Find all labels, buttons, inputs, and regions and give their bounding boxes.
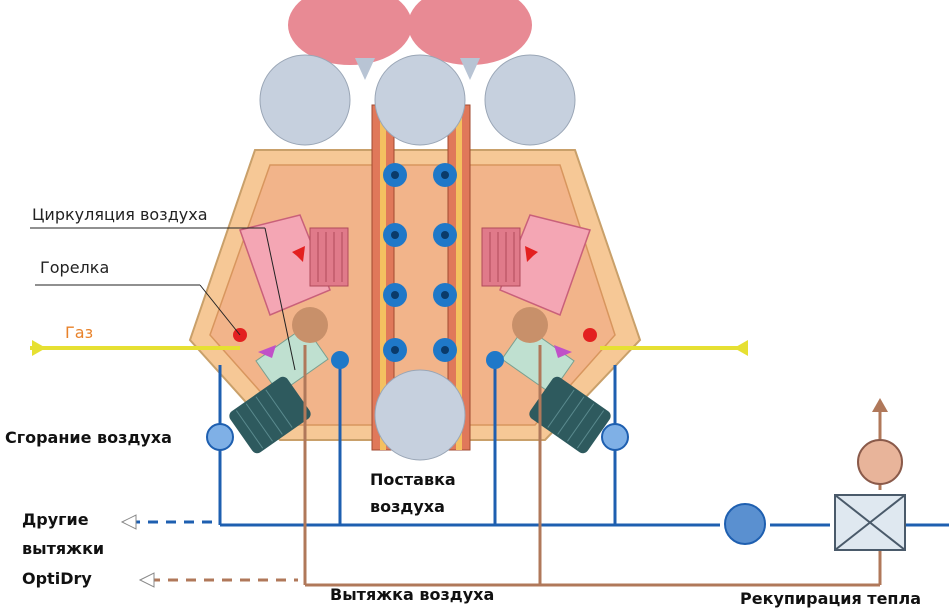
label-combustion-air: Сгорание воздуха [5, 428, 172, 447]
label-air-supply-2: воздуха [370, 497, 445, 516]
label-burner: Горелка [40, 258, 109, 277]
label-other-exhausts-3: OptiDry [22, 569, 92, 588]
supply-arrow-left [122, 515, 136, 529]
left-exhaust-fan [292, 307, 328, 343]
heat-exchanger [835, 495, 905, 550]
label-heat-recovery: Рекупирация тепла [740, 589, 921, 608]
label-air-exhaust: Вытяжка воздуха [330, 585, 494, 604]
recovery-fan [858, 440, 902, 484]
label-gas: Газ [65, 323, 93, 342]
exhaust-arrow-up [872, 398, 888, 412]
right-exhaust-fan [512, 307, 548, 343]
main-supply-fan [725, 504, 765, 544]
label-other-exhausts-2: вытяжки [22, 539, 104, 558]
label-air-supply-1: Поставка [370, 470, 456, 489]
label-other-exhausts-1: Другие [22, 510, 89, 529]
label-air-circulation: Циркуляция воздуха [32, 205, 208, 224]
exhaust-arrow-left [140, 573, 154, 587]
